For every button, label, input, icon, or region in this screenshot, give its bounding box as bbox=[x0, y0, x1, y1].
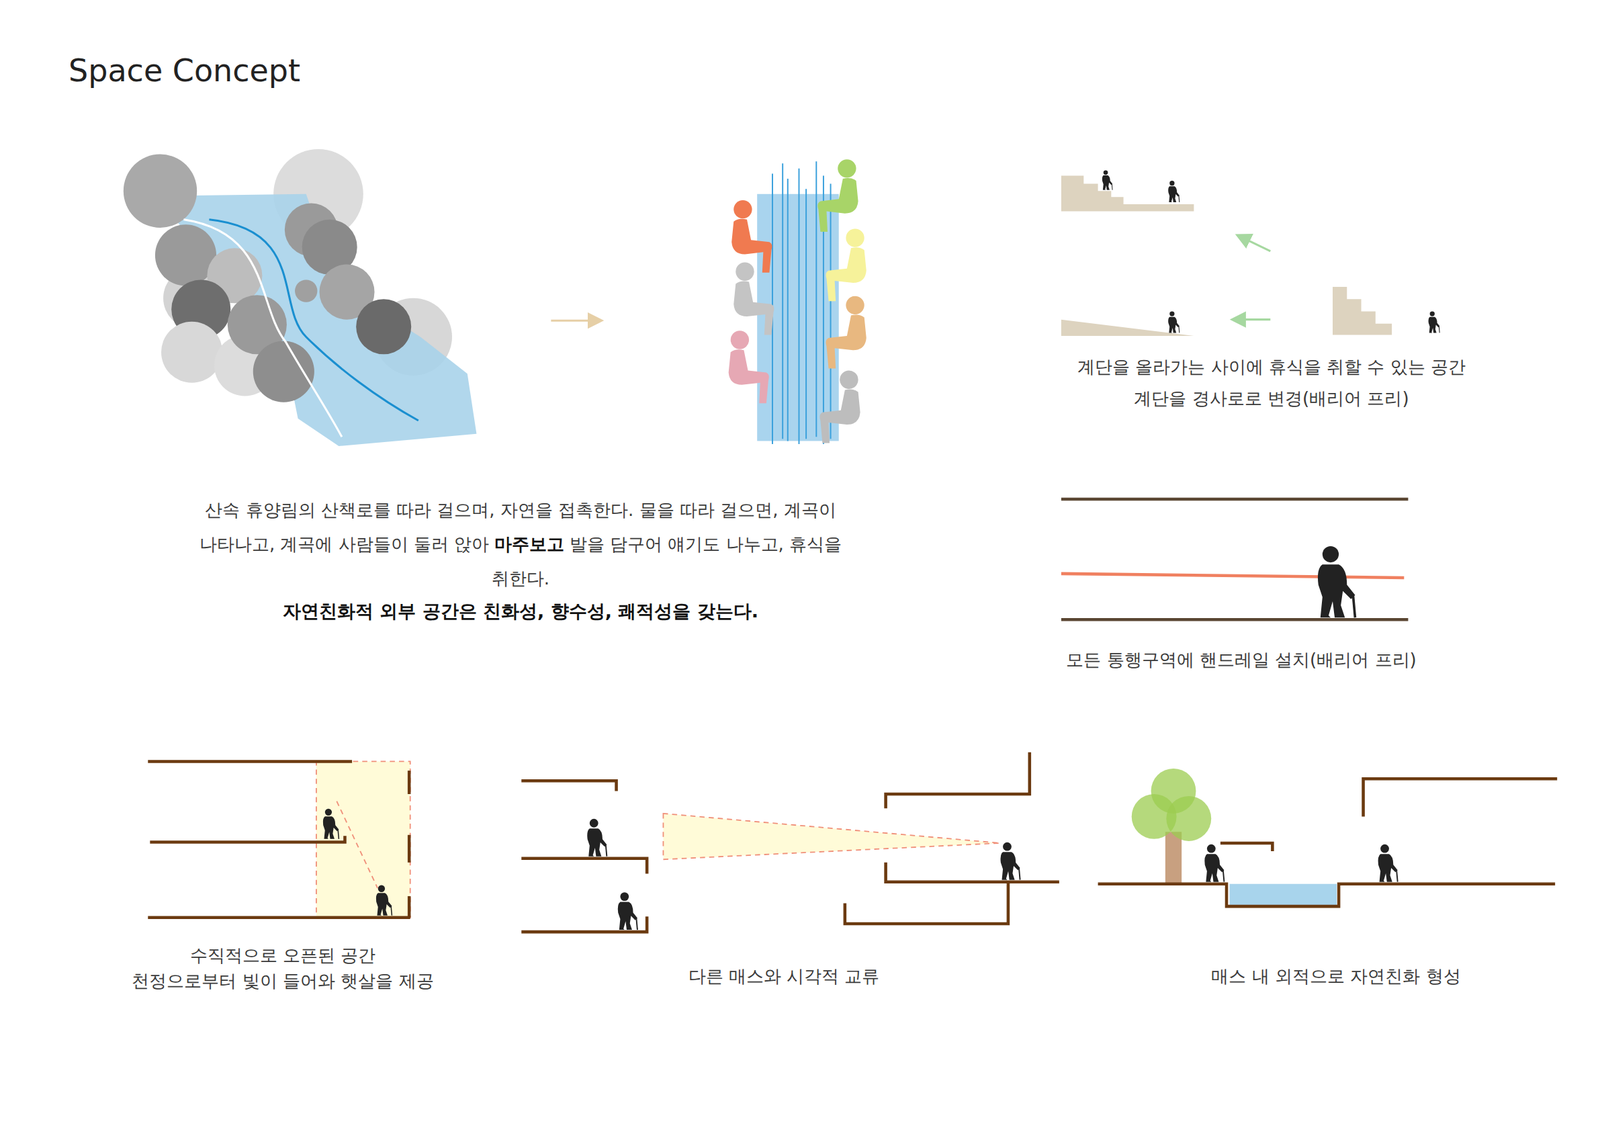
visual-exchange-section-part bbox=[617, 892, 638, 930]
valley-illustration-part bbox=[123, 154, 197, 228]
caption: 매스 내 외적으로 자연친화 형성 bbox=[1100, 965, 1572, 989]
visual-exchange-section-part bbox=[885, 752, 1030, 809]
valley-illustration-part bbox=[356, 298, 412, 354]
visual-exchange-section-part bbox=[587, 818, 607, 857]
valley-illustration-part bbox=[153, 194, 477, 447]
stream-gathering-illustration-part-part bbox=[805, 188, 807, 439]
visual-exchange-section-part bbox=[521, 780, 616, 791]
caption: 수직적으로 오픈된 공간 bbox=[47, 944, 518, 968]
vertical-open-section-part bbox=[336, 801, 378, 888]
vertical-open-section-part bbox=[323, 808, 340, 839]
vertical-open-section-part bbox=[407, 770, 412, 794]
valley-illustration-part bbox=[161, 321, 223, 383]
visual-exchange-section-part bbox=[1000, 842, 1020, 880]
visual-exchange-section-part bbox=[521, 858, 647, 874]
valley-illustration-part bbox=[183, 219, 342, 438]
stair-ramp-illustration-part bbox=[1061, 175, 1194, 211]
stair-ramp-illustration-part bbox=[1233, 318, 1271, 321]
vertical-open-section-part bbox=[407, 896, 412, 918]
nature-section-part bbox=[1098, 778, 1558, 907]
description-paragraph: 산속 휴양림의 산책로를 따라 걸으며, 자연을 접촉한다. 물을 따라 걸으면… bbox=[184, 493, 857, 596]
nature-section-part-part bbox=[1363, 778, 1558, 817]
valley-illustration-part bbox=[294, 279, 318, 302]
caption: 천정으로부터 빛이 들어와 햇살을 제공 bbox=[47, 969, 518, 993]
stair-ramp-illustration-part bbox=[1102, 169, 1113, 190]
stair-ramp-illustration bbox=[1061, 169, 1440, 336]
concept-statement: 자연친화적 외부 공간은 친화성, 향수성, 쾌적성을 갖는다. bbox=[184, 599, 857, 623]
caption: 계단을 경사로로 변경(배리어 프리) bbox=[969, 387, 1574, 411]
valley-illustration-part bbox=[253, 341, 315, 403]
stair-ramp-illustration-part bbox=[1238, 235, 1271, 252]
nature-section-part bbox=[1378, 844, 1398, 882]
emphasis-text: 마주보고 bbox=[494, 534, 565, 555]
vertical-open-section-part bbox=[147, 916, 410, 920]
handrail-illustration bbox=[1061, 499, 1409, 620]
valley-illustration-part bbox=[155, 224, 217, 286]
stream-gathering-illustration-part bbox=[731, 200, 772, 273]
transition-arrow-part bbox=[550, 319, 600, 322]
handrail-illustration-part bbox=[1061, 573, 1404, 578]
stream-gathering-illustration-part-part bbox=[787, 178, 789, 441]
sheet-title: Space Concept bbox=[68, 51, 301, 92]
stream-gathering-illustration bbox=[0, 0, 867, 444]
visual-exchange-section-part bbox=[885, 862, 1060, 882]
caption: 다른 매스와 시각적 교류 bbox=[548, 965, 1019, 989]
visual-exchange-section-part bbox=[845, 881, 1009, 924]
stream-gathering-illustration-part bbox=[817, 159, 858, 232]
caption: 계단을 올라가는 사이에 휴식을 취할 수 있는 공간 bbox=[969, 356, 1574, 379]
nature-section-part bbox=[1165, 831, 1182, 884]
stream-gathering-illustration-part bbox=[728, 330, 770, 404]
stream-gathering-illustration-part-part bbox=[781, 163, 784, 439]
stair-ramp-illustration-part bbox=[1428, 310, 1441, 333]
vertical-open-section-part bbox=[376, 885, 393, 916]
vertical-open-section-part bbox=[149, 835, 345, 842]
stream-gathering-illustration-part bbox=[825, 296, 866, 369]
vertical-open-section bbox=[147, 761, 410, 917]
stream-gathering-illustration-part-part bbox=[797, 168, 800, 444]
vertical-open-section-part bbox=[147, 759, 352, 764]
nature-section-part-part bbox=[1098, 883, 1556, 907]
stream-gathering-illustration-part bbox=[825, 228, 866, 301]
valley-illustration bbox=[123, 149, 477, 447]
stair-ramp-illustration-part bbox=[1332, 286, 1392, 335]
vertical-open-section-part bbox=[407, 834, 412, 863]
nature-section bbox=[1098, 768, 1558, 907]
visual-exchange-section-part bbox=[662, 813, 1000, 860]
transition-arrow bbox=[550, 319, 600, 322]
stream-gathering-illustration-part bbox=[819, 370, 860, 444]
nature-section-part bbox=[1166, 795, 1212, 841]
handrail-illustration-part bbox=[1061, 617, 1409, 622]
handrail-illustration-part bbox=[1061, 497, 1409, 502]
vertical-open-section-part bbox=[316, 761, 411, 917]
nature-section-part bbox=[1204, 844, 1224, 882]
stair-ramp-illustration-part bbox=[1168, 310, 1180, 333]
handrail-illustration-part bbox=[1317, 546, 1355, 618]
stream-gathering-illustration-part-part bbox=[815, 161, 817, 437]
stair-ramp-illustration-part bbox=[1168, 180, 1180, 203]
caption: 모든 통행구역에 핸드레일 설치(배리어 프리) bbox=[939, 648, 1544, 672]
stream-gathering-illustration-part bbox=[733, 262, 774, 336]
visual-exchange-section bbox=[521, 752, 1060, 932]
nature-section-part bbox=[1229, 883, 1338, 907]
stream-gathering-illustration-part-part bbox=[830, 184, 832, 440]
nature-section-part-part bbox=[1220, 842, 1273, 852]
